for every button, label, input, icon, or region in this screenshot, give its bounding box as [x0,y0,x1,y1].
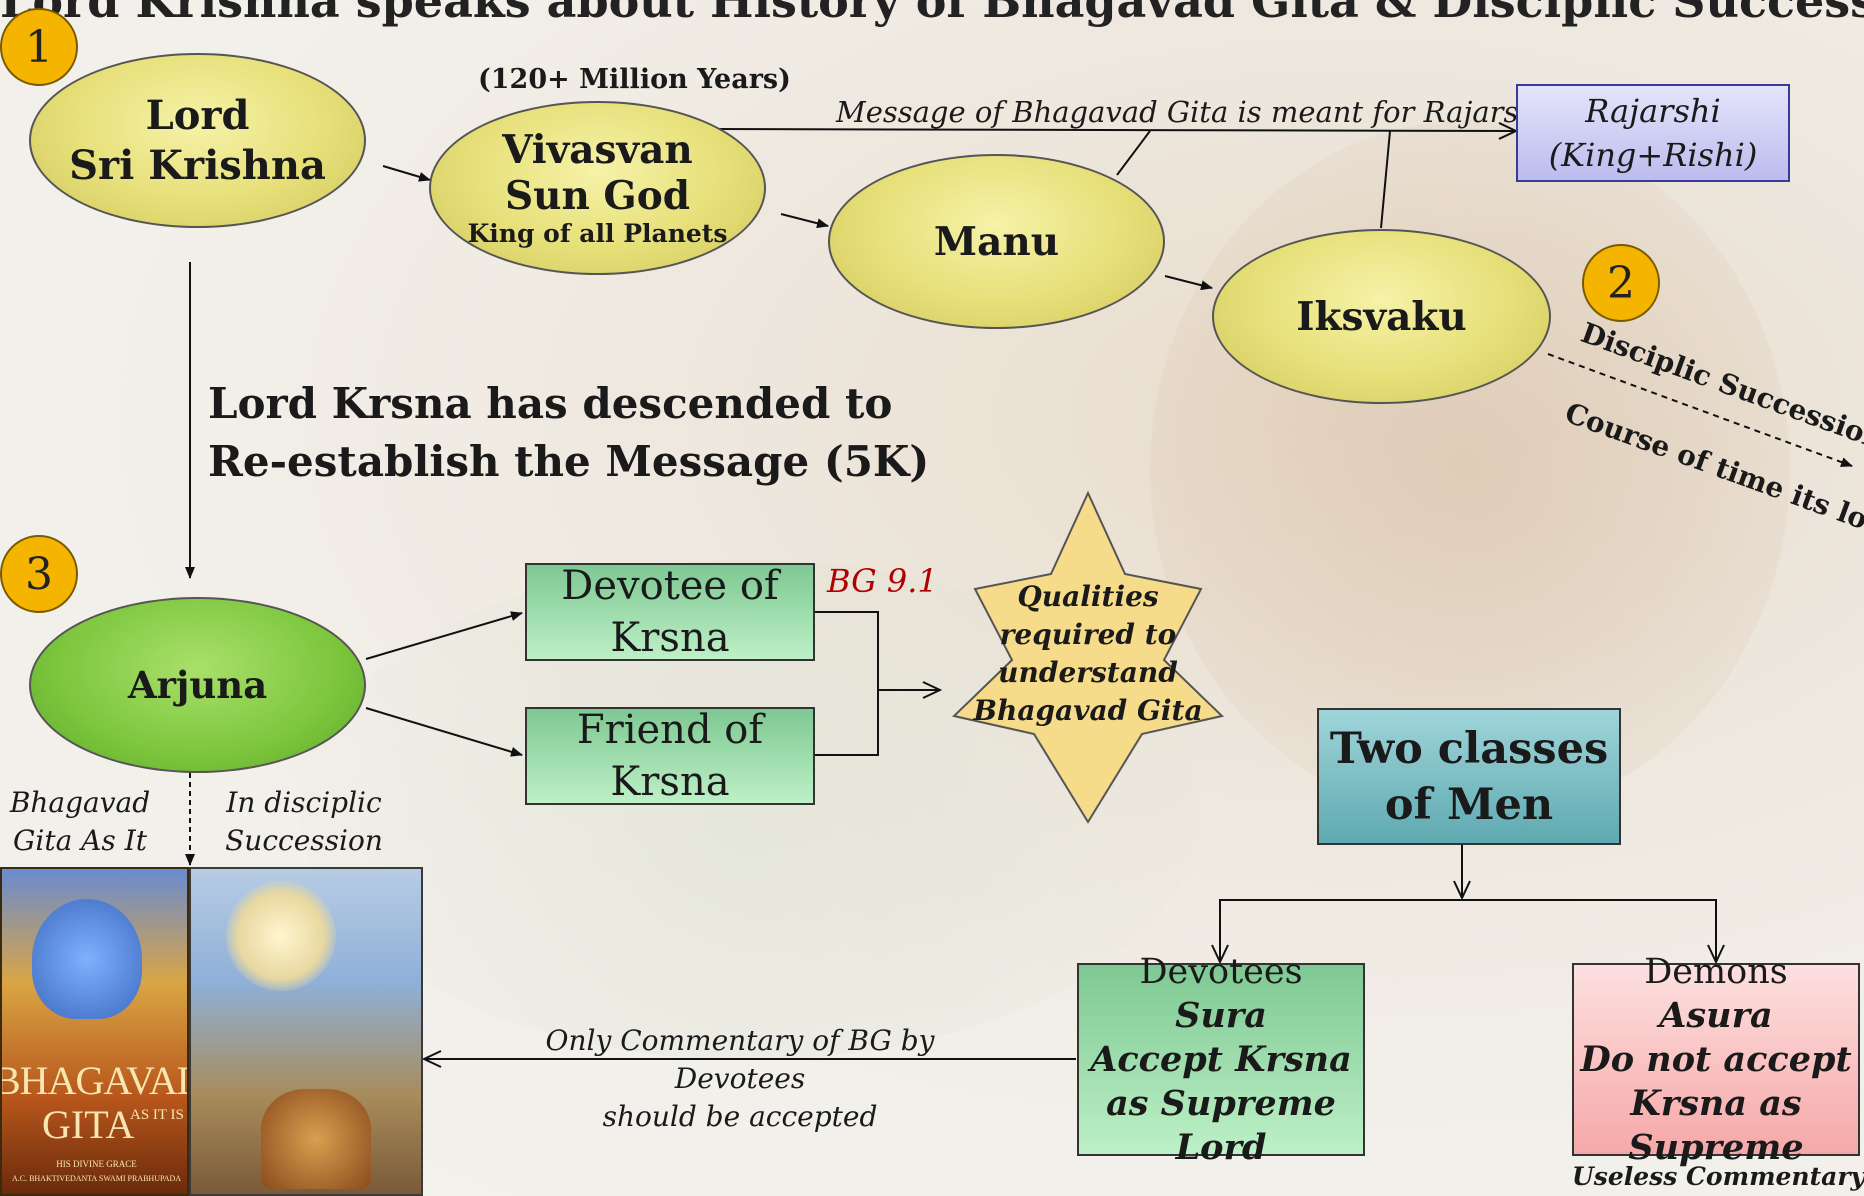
star-line: Bhagavad Gita [973,694,1203,727]
arrow-arjuna-friend [365,707,523,757]
rajarshi-box: Rajarshi (King+Rishi) [1516,84,1790,182]
star-line: understand [998,656,1178,689]
box-text: Friend of [576,707,764,753]
background-image-krishna [1150,120,1790,820]
label-line: In disciplic [226,786,382,819]
box-text: Devotees [1139,951,1303,992]
useless-commentary-label: Useless Commentary [1572,1162,1864,1191]
bracket-to-star [814,611,879,756]
arrow-vivasvan-manu [780,213,829,229]
note-line: Re-establish the Message (5K) [208,437,930,486]
box-text: Do not accept [1580,1038,1852,1080]
box-text: as Supreme Lord [1106,1082,1336,1168]
arrow-krishna-vivasvan [382,165,431,182]
box-text: of Men [1384,779,1554,830]
page-title: Lord Krishna speaks about History of Bha… [0,0,1864,28]
node-text: Lord [145,91,250,139]
box-text: Krsna [610,759,730,805]
node-iksvaku: Iksvaku [1212,229,1551,404]
devotee-of-krsna-box: Devotee of Krsna [525,563,815,661]
cover-title: BHAGAVAD [0,1058,187,1103]
line-iksvaku-up [1380,130,1391,229]
box-text: Devotee of [561,563,779,609]
cover-author-1: HIS DIVINE GRACE [56,1159,137,1169]
node-text: Vivasvan [502,127,693,173]
node-vivasvan: Vivasvan Sun God King of all Planets [429,101,766,275]
star-line: Qualities [1017,580,1159,613]
box-text: Accept Krsna [1090,1038,1352,1080]
bhagavad-gita-book-cover: BHAGAVAD GITA AS IT IS HIS DIVINE GRACE … [0,867,189,1196]
book-right-label: In disciplic Succession [224,784,384,860]
arrow-disciplic-succession [1547,353,1853,467]
friend-of-krsna-box: Friend of Krsna [525,707,815,805]
node-text: Sun God [504,173,691,219]
label-line: Bhagavad [9,786,151,819]
commentary-note: Only Commentary of BG by Devotees should… [480,1022,1000,1136]
devotees-box: Devotees Sura Accept Krsna as Supreme Lo… [1077,952,1365,1168]
note-line: should be accepted [602,1100,878,1133]
bg-reference: BG 9.1 [827,562,938,600]
node-text: Sri Krishna [69,141,326,189]
seated-teacher-image [261,1089,371,1189]
node-text: King of all Planets [467,219,728,248]
star-text: Qualities required to understand Bhagava… [968,578,1208,730]
line-message-rajarshi [711,129,1516,131]
box-text: Asura [1659,994,1773,1036]
node-lord-sri-krishna: Lord Sri Krishna [29,53,366,228]
box-text: Krsna [610,615,730,661]
badge-2: 2 [1582,244,1660,322]
cover-tag: AS IT IS [130,1107,184,1123]
two-classes-box: Two classes of Men [1317,708,1621,845]
disciplic-succession-painting [189,867,423,1196]
label-line: Succession [225,824,383,857]
box-text: (King+Rishi) [1548,136,1758,174]
halo-image [226,881,336,991]
cover-author-2: A.C. BHAKTIVEDANTA SWAMI PRABHUPADA [11,1174,182,1183]
star-line: required to [999,618,1177,651]
demons-box: Demons Asura Do not accept Krsna as Supr… [1572,952,1860,1168]
box-text: Two classes [1329,723,1609,774]
arrow-manu-iksvaku [1164,275,1213,291]
note-line: Lord Krsna has descended to [208,379,893,428]
star-shape [951,490,1225,824]
node-manu: Manu [828,154,1165,329]
line-manu-up [1116,130,1151,176]
badge-1: 1 [0,8,78,86]
descended-note: Lord Krsna has descended to Re-establish… [208,375,929,491]
krishna-figure-image [32,899,142,1019]
box-text: Demons [1644,951,1788,992]
note-line: Only Commentary of BG by Devotees [545,1024,935,1095]
box-text: Sura [1175,994,1267,1036]
message-label: Message of Bhagavad Gita is meant for Ra… [836,95,1547,129]
badge-3: 3 [0,535,78,613]
arrow-arjuna-devotee [365,611,523,660]
box-text: Rajarshi [1585,92,1721,130]
cover-subtitle: GITA [42,1102,135,1147]
vivasvan-years-note: (120+ Million Years) [478,64,791,95]
box-text: Krsna as Supreme [1628,1082,1804,1168]
node-arjuna: Arjuna [29,597,366,773]
